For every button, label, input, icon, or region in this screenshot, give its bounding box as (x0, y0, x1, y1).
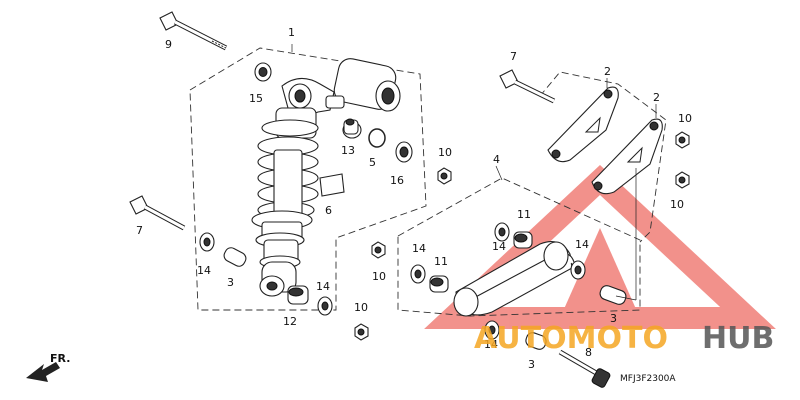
nut-10-plate-bottom (675, 171, 690, 189)
circlip-5 (368, 128, 386, 148)
bushing-12 (287, 285, 309, 305)
nut-15 (254, 62, 272, 82)
seal-14-arm-left (410, 264, 426, 284)
seal-14-arm-right (570, 260, 586, 280)
bolt-8 (558, 349, 611, 388)
callout-10-plate-top: 10 (678, 112, 692, 125)
callout-7-right: 7 (510, 50, 517, 63)
bolt-7-right (499, 69, 556, 104)
callout-13: 13 (341, 144, 355, 157)
callout-5: 5 (369, 156, 376, 169)
watermark-brand-left: AUTOMOTO (474, 321, 668, 356)
callout-10-plate-bottom: 10 (670, 198, 684, 211)
seal-16 (395, 141, 413, 163)
callouts: 1 2 2 3 3 3 4 5 6 7 7 8 9 10 10 10 10 10… (136, 26, 692, 371)
bearing-11-upper (513, 231, 533, 249)
plate-group-outline (539, 71, 667, 243)
callout-4: 4 (493, 153, 500, 166)
callout-14-left: 14 (197, 264, 211, 277)
callout-6: 6 (325, 204, 332, 217)
bearing-11-arm (429, 275, 449, 293)
front-arrow-icon (26, 362, 60, 382)
diagram-code: MFJ3F2300A (620, 374, 676, 384)
seal-14-arm-upper (494, 222, 510, 242)
label-plate-6 (319, 173, 345, 197)
callout-2-b: 2 (653, 91, 660, 104)
collar-3-left (223, 247, 247, 267)
collar-3-right (599, 285, 627, 305)
callout-16: 16 (390, 174, 404, 187)
watermark-brand-right: HUB (702, 321, 774, 356)
collar-13 (342, 118, 362, 139)
callout-14-bottom: 14 (316, 280, 330, 293)
callout-14-bottom-right: 14 (484, 338, 498, 351)
cushion-plate-rear (591, 118, 663, 195)
seal-14-left (199, 232, 215, 252)
callout-2-a: 2 (604, 65, 611, 78)
callout-3-left: 3 (227, 276, 234, 289)
nut-10-mid (437, 167, 452, 185)
collar-3-bottom (525, 332, 547, 350)
callout-12: 12 (283, 315, 297, 328)
bolt-7-left (129, 195, 186, 231)
callout-8: 8 (585, 346, 592, 359)
callout-10-bottom: 10 (354, 301, 368, 314)
callout-3-right: 3 (610, 312, 617, 325)
callout-10-arm: 10 (372, 270, 386, 283)
seal-14-bottom (317, 296, 333, 316)
nut-10-arm (371, 241, 386, 259)
callout-14-arm-upper: 14 (492, 240, 506, 253)
callout-15: 15 (249, 92, 263, 105)
cushion-plate-front (547, 86, 619, 163)
callout-11-upper: 11 (517, 208, 531, 221)
seal-14-bottom-right (484, 320, 500, 340)
front-direction-indicator: FR. (26, 352, 70, 382)
direction-label: FR. (50, 352, 70, 365)
callout-7-left: 7 (136, 224, 143, 237)
nut-10-bottom (354, 323, 369, 341)
bolt-9 (159, 11, 228, 51)
nut-10-plate-top (675, 131, 690, 149)
callout-9: 9 (165, 38, 172, 51)
callout-11-arm: 11 (434, 255, 448, 268)
leader-lines (291, 44, 657, 301)
callout-3-bottom: 3 (528, 358, 535, 371)
callout-10-mid: 10 (438, 146, 452, 159)
rear-shock-absorber (251, 58, 401, 297)
watermark-brand: AUTOMOTO HUB (474, 321, 774, 356)
shock-group-outline (189, 47, 427, 311)
callout-14-arm-left: 14 (412, 242, 426, 255)
callout-1: 1 (288, 26, 295, 39)
cushion-arm (453, 241, 575, 317)
callout-14-arm-right: 14 (575, 238, 589, 251)
